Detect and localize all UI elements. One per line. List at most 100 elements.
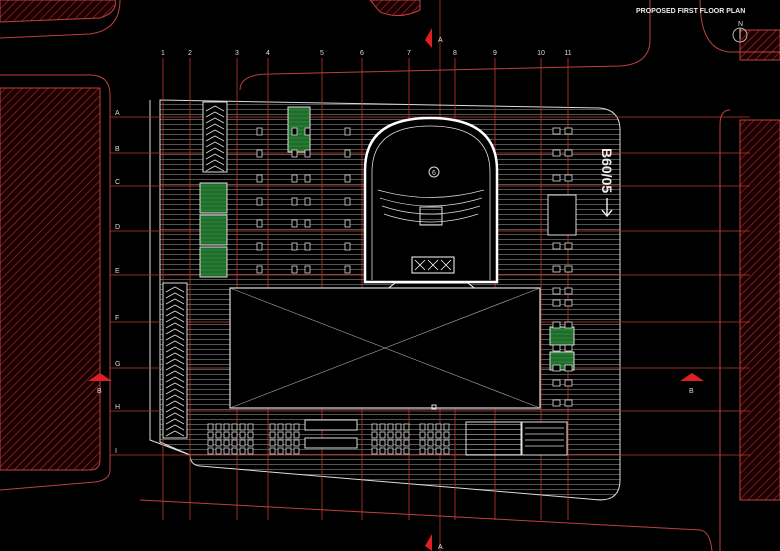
column-box xyxy=(215,439,222,447)
column-box xyxy=(207,439,214,447)
column-box xyxy=(293,439,300,447)
column-box xyxy=(379,431,386,439)
svg-text:A: A xyxy=(438,37,443,44)
grid-label-column: 8 xyxy=(453,50,457,57)
room-number: 6 xyxy=(432,170,436,177)
column-box xyxy=(231,439,238,447)
svg-text:B: B xyxy=(97,388,102,395)
grid-label-row: G xyxy=(115,361,120,368)
grid-label-column: 6 xyxy=(360,50,364,57)
grid-label-row: I xyxy=(115,448,117,455)
column-box xyxy=(231,431,238,439)
column-box xyxy=(419,447,426,455)
column-box xyxy=(247,447,254,455)
column-box xyxy=(387,447,394,455)
neighbour-block xyxy=(0,0,116,23)
column-box xyxy=(427,447,434,455)
column-box xyxy=(435,431,442,439)
grid-label-row: C xyxy=(115,179,120,186)
column-box xyxy=(564,344,573,352)
column-box xyxy=(564,287,573,295)
column-box xyxy=(223,439,230,447)
grid-label-column: 2 xyxy=(188,50,192,57)
column-box xyxy=(395,423,402,431)
grid-label-column: 1 xyxy=(161,50,165,57)
column-box xyxy=(256,242,263,251)
column-box xyxy=(247,423,254,431)
neighbour-block xyxy=(369,0,421,16)
column-box xyxy=(223,431,230,439)
column-box xyxy=(247,439,254,447)
arrow-down-icon xyxy=(601,198,613,218)
column-box xyxy=(552,149,561,157)
column-box xyxy=(285,423,292,431)
column-box xyxy=(231,423,238,431)
column-box xyxy=(344,265,351,274)
column-box xyxy=(443,447,450,455)
column-box xyxy=(304,149,311,158)
grid-label-column: 4 xyxy=(266,50,270,57)
column-box xyxy=(395,431,402,439)
column-box xyxy=(435,447,442,455)
column-box xyxy=(564,399,573,407)
column-box xyxy=(344,149,351,158)
auditorium: 6 xyxy=(363,116,499,296)
column-box xyxy=(256,197,263,206)
column-box xyxy=(291,219,298,228)
column-box xyxy=(239,447,246,455)
grid-label-row: E xyxy=(115,268,120,275)
column-box xyxy=(215,431,222,439)
column-box xyxy=(552,299,561,307)
neighbour-block xyxy=(739,119,780,501)
svg-text:B: B xyxy=(689,388,694,395)
section-marker-b-left: B xyxy=(88,373,112,395)
grid-label-column: 3 xyxy=(235,50,239,57)
column-box xyxy=(277,423,284,431)
column-box xyxy=(435,439,442,447)
column-box xyxy=(277,447,284,455)
column-box xyxy=(443,423,450,431)
column-box xyxy=(403,447,410,455)
column-box xyxy=(291,242,298,251)
column-box xyxy=(419,423,426,431)
column-box xyxy=(552,344,561,352)
column-box xyxy=(564,174,573,182)
column-box xyxy=(291,197,298,206)
neighbour-block xyxy=(0,87,101,471)
column-box xyxy=(269,439,276,447)
room-number-circle xyxy=(428,166,440,178)
grid-label-row: A xyxy=(115,110,120,117)
column-box xyxy=(223,423,230,431)
section-marker-a-bottom: A xyxy=(425,534,443,551)
grid-label-row: B xyxy=(115,146,120,153)
column-box xyxy=(344,174,351,183)
column-box xyxy=(304,127,311,136)
column-box xyxy=(344,219,351,228)
column-box xyxy=(371,439,378,447)
column-box xyxy=(552,379,561,387)
column-box xyxy=(564,242,573,250)
north-arrow-icon: N xyxy=(732,21,748,43)
grid-label-row: F xyxy=(115,315,119,322)
column-box xyxy=(269,431,276,439)
column-box xyxy=(419,439,426,447)
grid-label-column: 7 xyxy=(407,50,411,57)
column-box xyxy=(403,439,410,447)
ramp-south xyxy=(162,282,188,439)
south-parking-details xyxy=(304,194,577,456)
section-marker-a-top: A xyxy=(425,28,443,48)
column-box xyxy=(403,423,410,431)
central-void xyxy=(229,287,541,410)
column-box xyxy=(379,439,386,447)
column-box xyxy=(285,447,292,455)
grid-label-column: 9 xyxy=(493,50,497,57)
column-box xyxy=(552,127,561,135)
column-box xyxy=(304,197,311,206)
grid-label-column: 11 xyxy=(564,50,571,57)
column-box xyxy=(371,447,378,455)
column-box xyxy=(379,423,386,431)
column-box xyxy=(564,265,573,273)
ramp-label: B60/05 xyxy=(599,148,615,193)
column-box xyxy=(379,447,386,455)
